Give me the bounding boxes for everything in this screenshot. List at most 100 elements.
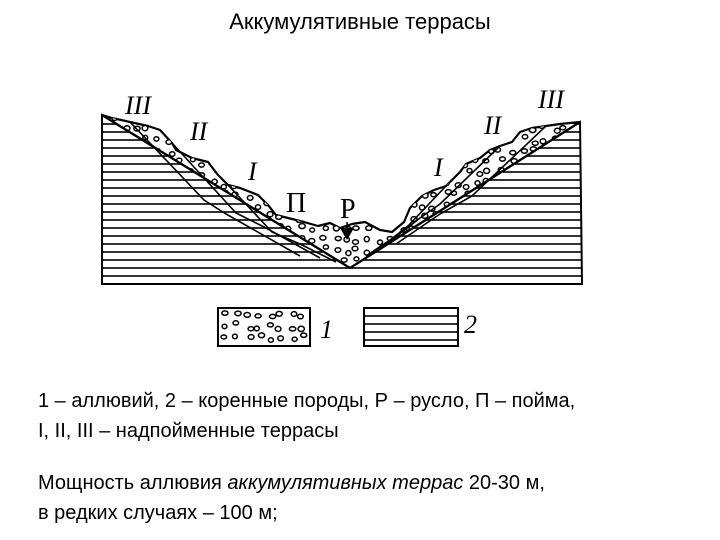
- pebble: [366, 190, 371, 195]
- caption-line-2: I, II, III – надпойменные террасы: [38, 416, 575, 446]
- pebble: [466, 135, 471, 139]
- pebble: [522, 135, 527, 139]
- pebble: [320, 193, 326, 197]
- pebble: [455, 114, 460, 118]
- pebble: [265, 159, 270, 163]
- pebble: [366, 226, 372, 231]
- pebble: [199, 163, 205, 167]
- pebble: [299, 171, 304, 176]
- pebble: [445, 150, 450, 155]
- pebble: [342, 119, 347, 123]
- pebble: [422, 181, 427, 185]
- pebble: [388, 127, 393, 131]
- pebble: [420, 152, 425, 156]
- pebble: [264, 192, 270, 196]
- pebble: [298, 137, 304, 142]
- pebble: [450, 125, 455, 130]
- pebble: [330, 212, 336, 217]
- pebble: [330, 128, 336, 133]
- thickness-suffix: 20-30 м,: [463, 472, 545, 494]
- pebble: [532, 141, 538, 145]
- pebble: [277, 139, 283, 143]
- pebble: [244, 136, 249, 141]
- pebble: [385, 173, 391, 178]
- pebble: [377, 189, 383, 194]
- legend-caption: 1 – аллювий, 2 – коренные породы, Р – ру…: [38, 386, 575, 446]
- pebble: [475, 181, 480, 186]
- pebble: [450, 160, 456, 165]
- pebble: [354, 157, 359, 162]
- pebble: [323, 245, 328, 249]
- pebble: [560, 126, 566, 130]
- pebble: [387, 215, 392, 220]
- pebble: [430, 138, 435, 143]
- pebble: [351, 141, 357, 145]
- pebble: [431, 113, 436, 118]
- pebble: [247, 196, 253, 201]
- pebble: [400, 135, 405, 139]
- pebble: [358, 202, 363, 207]
- pebble: [267, 323, 273, 327]
- pebble: [330, 115, 336, 120]
- pebble: [188, 149, 193, 153]
- pebble: [299, 149, 305, 153]
- pebble: [313, 137, 318, 142]
- pebble: [335, 248, 341, 253]
- pebble: [259, 152, 264, 156]
- pebble: [201, 150, 206, 155]
- pebble: [401, 146, 407, 150]
- pebble: [310, 169, 316, 173]
- pebble: [330, 147, 335, 152]
- pebble: [221, 335, 227, 339]
- pebble: [211, 161, 216, 166]
- pebble: [500, 157, 506, 161]
- pebble: [236, 173, 241, 177]
- pebble: [444, 172, 450, 177]
- pebble: [335, 183, 341, 188]
- legend-label-2: 2: [464, 310, 477, 339]
- pebble: [165, 127, 170, 131]
- pebble: [299, 224, 305, 229]
- pebble: [439, 138, 445, 143]
- pebble: [320, 236, 326, 241]
- pebble: [355, 115, 360, 120]
- pebble: [248, 145, 253, 150]
- pebble: [342, 135, 348, 139]
- pebble: [354, 257, 359, 261]
- pebble: [292, 337, 297, 341]
- pebble: [211, 114, 216, 119]
- floodplain-label: П: [286, 188, 306, 219]
- pebble: [291, 312, 296, 317]
- pebble: [343, 149, 349, 153]
- pebble: [222, 163, 228, 167]
- thickness-italic-term: аккумулятивных террас: [227, 472, 463, 494]
- pebble: [233, 321, 239, 325]
- pebble: [222, 324, 227, 328]
- pebble: [222, 311, 228, 315]
- thickness-prefix: Мощность аллювия: [38, 472, 227, 494]
- pebble: [313, 118, 319, 123]
- pebble: [324, 160, 329, 165]
- pebble: [510, 151, 516, 155]
- legend-item-bedrock: 2: [364, 308, 477, 346]
- pebble: [400, 118, 405, 123]
- pebble: [369, 184, 374, 189]
- pebble: [308, 180, 313, 184]
- pebble: [554, 128, 560, 133]
- pebble: [409, 146, 415, 151]
- pebble: [289, 125, 294, 129]
- pebble: [419, 129, 425, 134]
- pebble: [332, 139, 337, 144]
- pebble: [276, 311, 282, 316]
- pebble: [323, 226, 328, 230]
- pebble: [298, 314, 304, 319]
- pebble: [357, 127, 363, 132]
- pebble: [410, 126, 415, 130]
- pebble: [286, 114, 292, 118]
- pebble: [274, 147, 280, 151]
- pebble: [463, 185, 468, 190]
- pebble: [389, 206, 395, 211]
- pebble: [235, 311, 241, 316]
- pebble: [385, 194, 390, 199]
